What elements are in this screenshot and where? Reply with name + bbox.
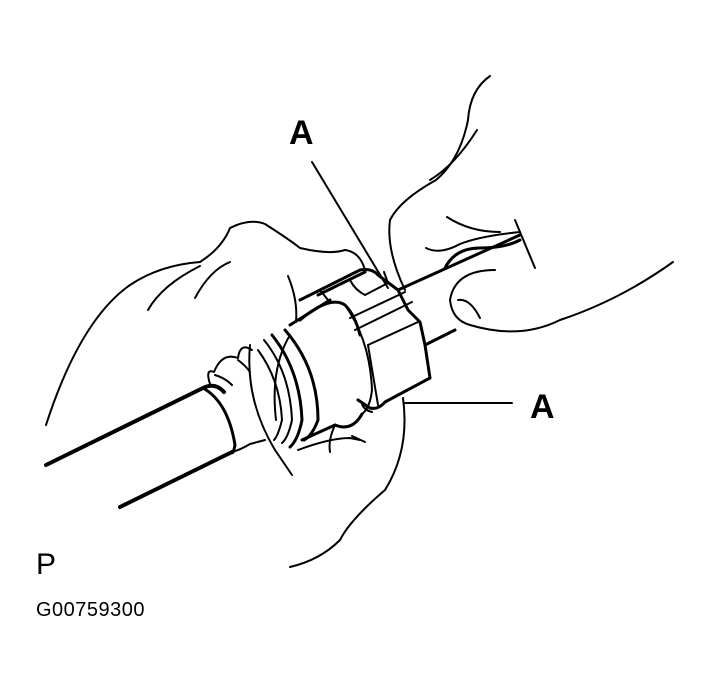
lower-fingers xyxy=(289,397,406,568)
hose xyxy=(44,346,266,509)
callout-label-a-right: A xyxy=(530,388,555,426)
callout-label-a-top: A xyxy=(289,114,314,152)
connector-collar xyxy=(248,298,337,476)
connector-housing xyxy=(298,233,522,413)
right-hand xyxy=(388,75,674,333)
left-hand xyxy=(45,220,366,426)
figure-id: G00759300 xyxy=(36,599,146,621)
view-letter: P xyxy=(36,548,57,581)
connector-barrel xyxy=(298,300,373,429)
leader-line-top xyxy=(311,161,389,289)
